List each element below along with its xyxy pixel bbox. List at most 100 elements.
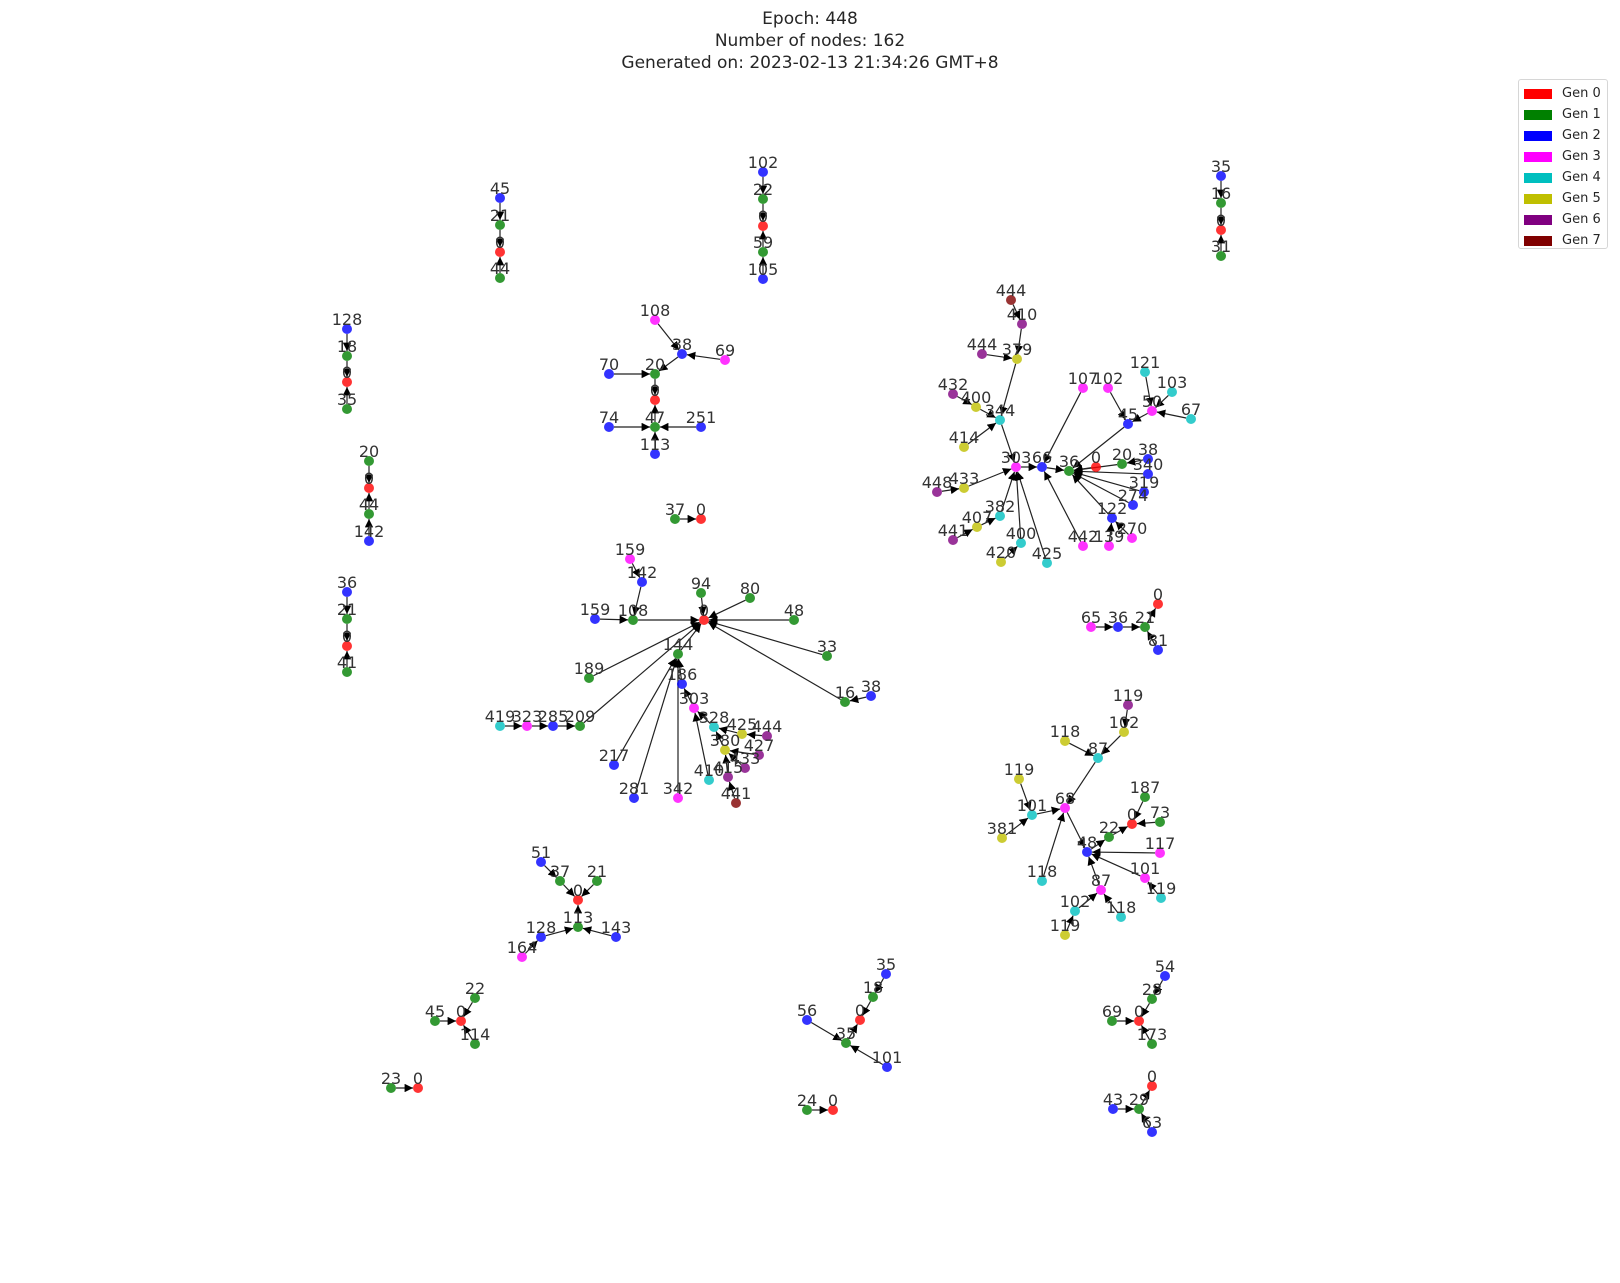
node-label-i24: 441: [721, 784, 752, 803]
node-i24: [731, 798, 741, 808]
legend-swatch: [1524, 235, 1552, 246]
node-q1: [802, 1105, 812, 1115]
edge-i11-i7: [593, 621, 700, 677]
node-label-l13: 48: [1077, 833, 1097, 852]
node-j34: [1016, 538, 1026, 548]
node-label-k4: 21: [1135, 608, 1155, 627]
edge-j29-j30: [941, 485, 960, 495]
node-label-j24: 45: [1118, 405, 1138, 424]
edge-l19-l16: [1078, 892, 1098, 909]
node-label-j14: 38: [1138, 440, 1158, 459]
node-j15: [1143, 469, 1153, 479]
edge-j14-j13: [1126, 457, 1144, 466]
node-b5: [758, 274, 768, 284]
node-label-b5: 105: [748, 260, 779, 279]
node-label-i16: 328: [699, 708, 730, 727]
edge-i5-i6: [599, 615, 629, 624]
edge-s4-s3: [1140, 1113, 1151, 1128]
node-label-j4: 379: [1002, 340, 1033, 359]
node-i3: [696, 588, 706, 598]
node-p1: [881, 969, 891, 979]
node-label-l18: 119: [1146, 879, 1177, 898]
edge-j28-j27: [1156, 409, 1187, 419]
node-label-j21: 442: [1068, 527, 1099, 546]
node-j27: [1147, 406, 1157, 416]
node-label-l1: 119: [1113, 686, 1144, 705]
node-label-j18: 122: [1097, 499, 1128, 518]
node-label-j5: 432: [938, 375, 969, 394]
node-label-l20: 118: [1106, 898, 1137, 917]
node-k5: [1153, 645, 1163, 655]
node-label-g4: 70: [599, 355, 619, 374]
node-m7: [611, 932, 621, 942]
node-label-i19: 380: [710, 731, 741, 750]
node-b4: [758, 247, 768, 257]
node-label-p2: 18: [863, 978, 883, 997]
node-a2: [495, 220, 505, 230]
edge-j32-j31: [981, 517, 996, 526]
edge-n1-n3: [463, 1001, 473, 1018]
node-r1: [1160, 971, 1170, 981]
node-g1: [650, 315, 660, 325]
node-r2: [1147, 994, 1157, 1004]
node-i21: [740, 763, 750, 773]
node-g2: [677, 349, 687, 359]
node-label-m5: 113: [563, 908, 594, 927]
node-label-m6: 128: [526, 918, 557, 937]
edge-p4-p5: [811, 1022, 842, 1041]
edge-p2-p3: [861, 1001, 872, 1016]
edge-l11-l10: [1136, 818, 1156, 828]
node-label-i2: 142: [627, 563, 658, 582]
edge-l6-l7: [1036, 806, 1061, 815]
node-label-p3: 0: [855, 1001, 865, 1020]
node-label-j34: 400: [1006, 524, 1037, 543]
edge-n4-n3: [463, 1024, 473, 1041]
legend-label: Gen 0: [1562, 86, 1601, 101]
node-label-j27: 50: [1142, 392, 1162, 411]
node-label-j26: 103: [1157, 373, 1188, 392]
edge-j7-j9: [1001, 424, 1016, 463]
edge-l18-l17: [1147, 881, 1159, 895]
node-a1: [495, 193, 505, 203]
node-s2: [1108, 1104, 1118, 1114]
node-label-l12: 22: [1099, 818, 1119, 837]
legend-item-gen-7: Gen 7: [1524, 230, 1607, 251]
node-g6: [650, 395, 660, 405]
node-label-m2: 37: [550, 862, 570, 881]
node-l4: [1093, 753, 1103, 763]
node-label-j33: 441: [938, 521, 969, 540]
edge-l4-l7: [1067, 761, 1096, 805]
edge-j34-j9: [1012, 471, 1022, 539]
edge-j30-j9: [968, 468, 1012, 487]
node-label-j22: 107: [1068, 369, 1099, 388]
node-p5: [841, 1038, 851, 1048]
edge-j36-j9: [1016, 471, 1047, 559]
node-m6: [536, 932, 546, 942]
node-label-h1: 37: [665, 500, 685, 519]
node-n2: [430, 1016, 440, 1026]
node-label-f2: 21: [337, 600, 357, 619]
edge-j23-j24: [1109, 392, 1127, 420]
node-label-l17: 101: [1130, 859, 1161, 878]
node-label-i4: 80: [740, 579, 760, 598]
node-d2: [342, 351, 352, 361]
node-label-i13: 38: [861, 677, 881, 696]
edge-p5-p3: [848, 1023, 858, 1040]
node-label-b1: 102: [748, 153, 779, 172]
legend-label: Gen 4: [1562, 170, 1601, 185]
edge-l20-l16: [1103, 893, 1119, 914]
node-j6: [971, 402, 981, 412]
node-l12: [1104, 832, 1114, 842]
edge-l17-l13: [1091, 853, 1141, 877]
edge-k4-k1: [1146, 608, 1157, 623]
node-label-i3: 94: [691, 574, 711, 593]
node-label-j36: 425: [1032, 544, 1063, 563]
node-b3: [758, 221, 768, 231]
legend-label: Gen 6: [1562, 212, 1601, 227]
node-i5: [590, 614, 600, 624]
edge-r1-r2: [1153, 980, 1164, 995]
edge-m3-m4: [581, 884, 594, 897]
node-k2: [1086, 622, 1096, 632]
node-r5: [1147, 1039, 1157, 1049]
